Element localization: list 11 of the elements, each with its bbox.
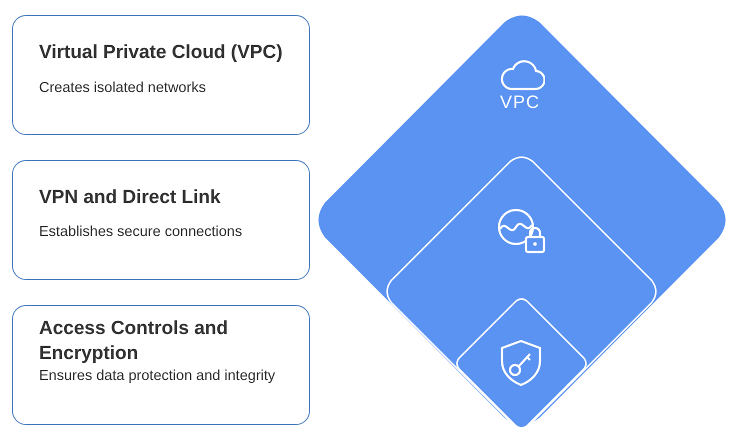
- card-heading: VPN and Direct Link: [39, 186, 222, 210]
- card-description: Creates isolated networks: [39, 80, 206, 96]
- icon-caption: VPC: [500, 92, 540, 113]
- card-heading: Access Controls and Encryption: [39, 317, 229, 366]
- card-description: Establishes secure connections: [39, 224, 242, 240]
- card-heading: Virtual Private Cloud (VPC): [39, 41, 284, 65]
- diamond-shape: [455, 297, 588, 430]
- info-card: [12, 15, 310, 135]
- card-description: Ensures data protection and integrity: [39, 368, 276, 384]
- info-card: [12, 305, 310, 425]
- info-card: [12, 160, 310, 280]
